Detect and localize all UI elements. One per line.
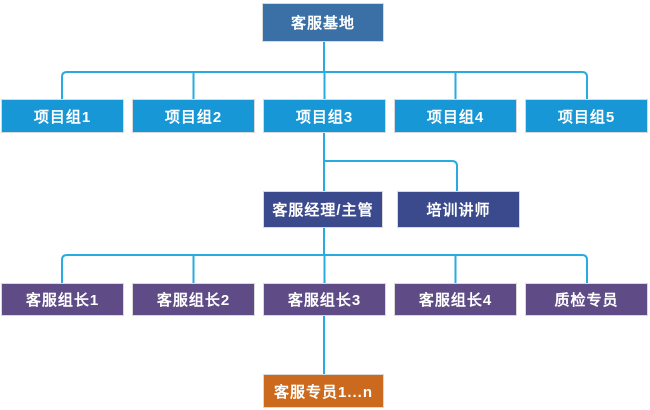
node-project-2: 项目组2 — [132, 99, 255, 133]
node-root: 客服基地 — [262, 3, 384, 42]
node-leader-2: 客服组长2 — [132, 283, 255, 316]
node-leader-4: 客服组长4 — [394, 283, 517, 316]
node-leader-3: 客服组长3 — [263, 283, 386, 316]
node-agent: 客服专员1...n — [263, 374, 384, 408]
node-manager: 客服经理/主管 — [263, 191, 383, 228]
node-project-5: 项目组5 — [525, 99, 648, 133]
node-trainer: 培训讲师 — [397, 191, 520, 228]
node-project-1: 项目组1 — [1, 99, 124, 133]
node-quality-inspector: 质检专员 — [525, 283, 648, 316]
node-project-3: 项目组3 — [263, 99, 386, 133]
node-leader-1: 客服组长1 — [1, 283, 124, 316]
node-project-4: 项目组4 — [394, 99, 517, 133]
